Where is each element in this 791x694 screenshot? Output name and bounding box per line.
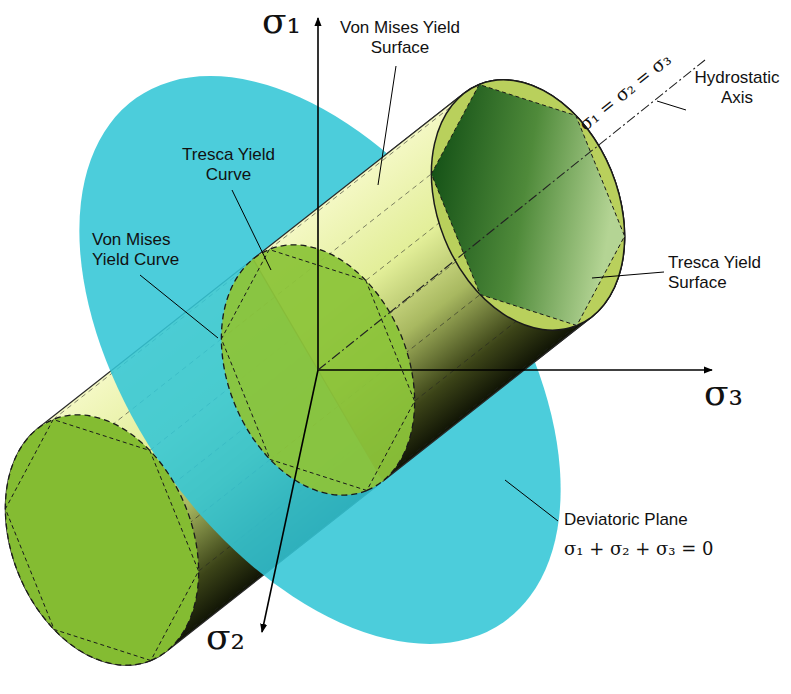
callout-label: Tresca Yield Surface — [668, 253, 783, 293]
leader-lines — [140, 66, 686, 521]
axis-label: σ₃ — [704, 372, 743, 414]
callout-label: Deviatoric Plane — [564, 510, 688, 530]
callout-label: Von Mises Yield Surface — [340, 18, 460, 58]
axis-label: σ₁ — [262, 0, 301, 42]
equation-label: σ₁ = σ₂ = σ₃ — [575, 49, 675, 135]
callout-label: Tresca Yield Curve — [176, 145, 281, 185]
callout-label: Von Mises Yield Curve — [92, 230, 196, 270]
equation-label: σ₁ + σ₂ + σ₃ = 0 — [564, 538, 714, 559]
front-end-cap — [0, 386, 234, 694]
hydrostatic-axis — [318, 60, 705, 370]
callout-label: Hydrostatic Axis — [688, 68, 786, 108]
axis-label: σ₂ — [206, 616, 245, 658]
